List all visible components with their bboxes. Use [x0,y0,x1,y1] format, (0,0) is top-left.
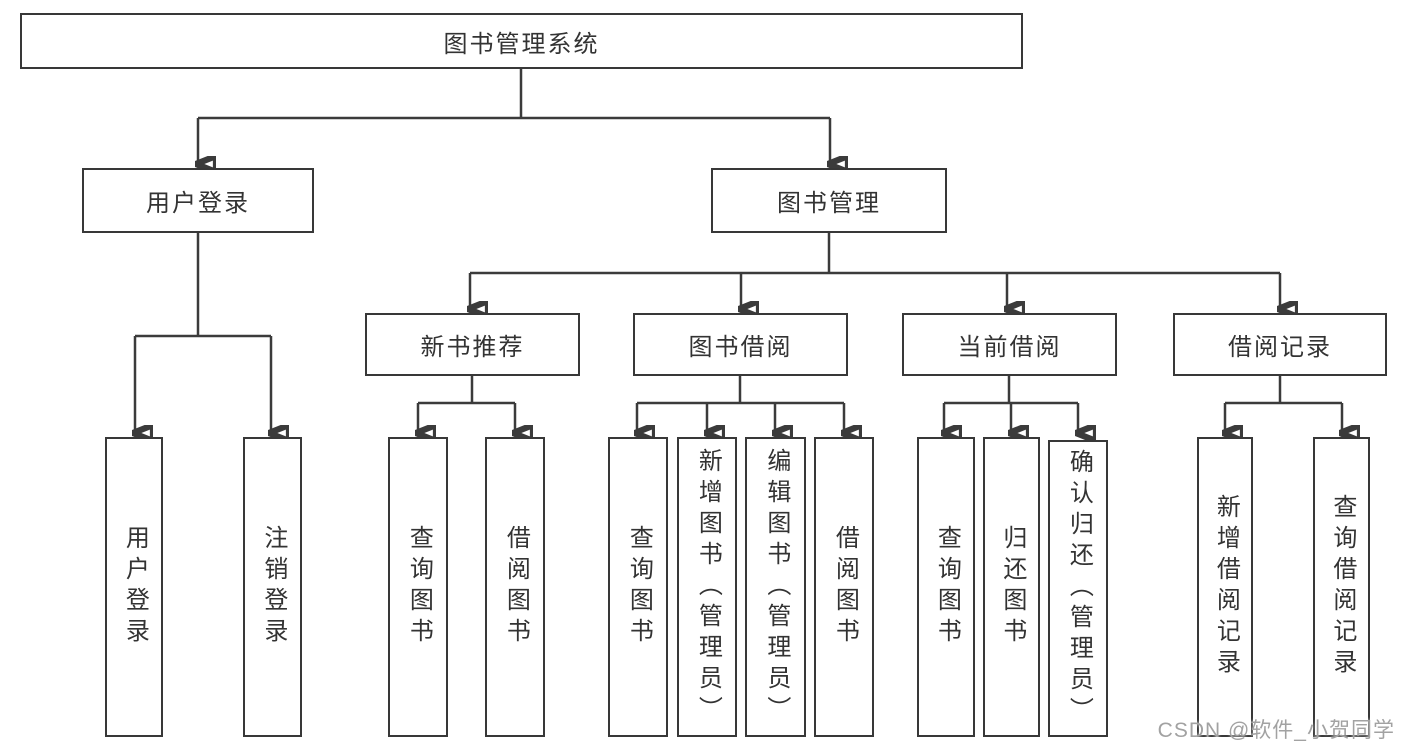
leaf-query-book-1-label: 查询图书 [405,525,433,649]
node-book-borrow: 图书借阅 [633,313,848,376]
leaf-query-book-3-label: 查询图书 [933,525,961,649]
node-current-borrow-label: 当前借阅 [957,334,1062,361]
leaf-add-book-admin-label: 新增图书（管理员） [694,447,722,727]
leaf-return-book-label: 归还图书 [998,525,1026,649]
leaf-edit-book-admin: 编辑图书（管理员） [745,437,806,737]
node-book-borrow-label: 图书借阅 [688,334,793,361]
connector-skeleton [135,69,1342,405]
node-book-management-label: 图书管理 [777,190,881,217]
node-current-borrow: 当前借阅 [902,313,1117,376]
node-new-book-recommend: 新书推荐 [365,313,580,376]
leaf-user-login: 用户登录 [105,437,163,737]
leaf-query-book-2-label: 查询图书 [625,525,653,649]
leaf-add-book-admin: 新增图书（管理员） [677,437,737,737]
node-borrow-records-label: 借阅记录 [1228,334,1332,361]
leaf-borrow-book-2: 借阅图书 [814,437,874,737]
leaf-borrow-book-2-label: 借阅图书 [831,525,859,649]
leaf-confirm-return-admin-label: 确认归还（管理员） [1065,449,1093,728]
leaf-add-borrow-record-label: 新增借阅记录 [1212,494,1240,680]
leaf-logout: 注销登录 [243,437,302,737]
leaf-logout-label: 注销登录 [259,525,287,649]
leaf-query-book-1: 查询图书 [388,437,448,737]
node-root-label: 图书管理系统 [443,30,600,58]
leaf-query-book-3: 查询图书 [917,437,975,737]
node-root: 图书管理系统 [20,13,1023,69]
node-borrow-records: 借阅记录 [1173,313,1387,376]
node-user-login-label: 用户登录 [146,190,250,217]
leaf-query-borrow-record-label: 查询借阅记录 [1328,494,1356,680]
node-user-login: 用户登录 [82,168,314,233]
leaf-add-borrow-record: 新增借阅记录 [1197,437,1253,737]
leaf-user-login-label: 用户登录 [121,525,149,649]
leaf-query-borrow-record: 查询借阅记录 [1313,437,1370,737]
watermark: CSDN @软件_小贺同学 [1157,719,1395,742]
node-book-management: 图书管理 [711,168,947,233]
node-new-book-recommend-label: 新书推荐 [420,334,525,361]
leaf-confirm-return-admin: 确认归还（管理员） [1048,440,1108,737]
leaf-edit-book-admin-label: 编辑图书（管理员） [762,447,790,727]
leaf-query-book-2: 查询图书 [608,437,668,737]
leaf-return-book: 归还图书 [983,437,1040,737]
leaf-borrow-book-1: 借阅图书 [485,437,545,737]
leaf-borrow-book-1-label: 借阅图书 [502,525,530,649]
